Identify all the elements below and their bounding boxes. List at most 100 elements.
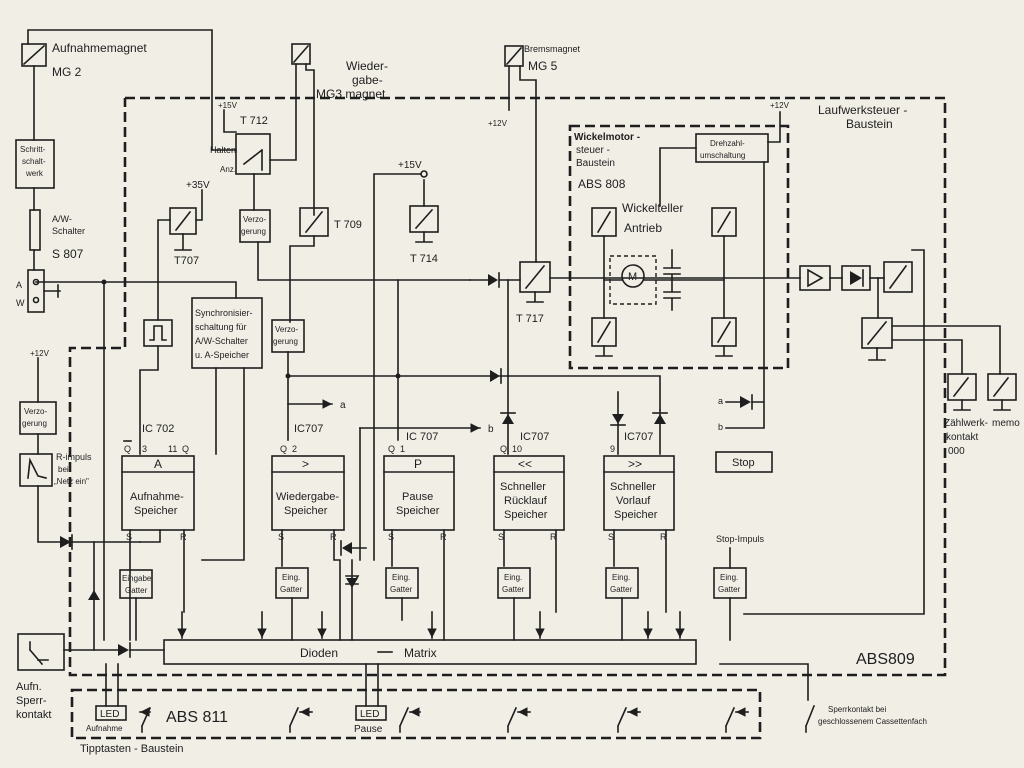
amplifier-box [799, 265, 831, 291]
gate-1-line1: Eingabe [122, 574, 152, 583]
bremsmagnet-label: Bremsmagnet [524, 44, 581, 54]
memory-vorlauf-r: R [660, 532, 667, 542]
ic702-label: IC 702 [142, 423, 174, 435]
verz3-label-1: Verzo- [24, 407, 47, 416]
gate-2-line1: Eing. [282, 573, 300, 582]
switch-w-label: W [16, 298, 25, 308]
memory-wiedergabe-line1: Wiedergabe- [276, 491, 339, 503]
pin-10-label: 10 [512, 444, 522, 454]
anz-label: Anz. [220, 165, 236, 174]
gate-4: Eing. Gatter [497, 567, 531, 599]
synchron-label-2: schaltung für [195, 322, 247, 332]
t717-label: T 717 [516, 313, 544, 325]
pin-q2-label: Q [280, 444, 287, 454]
s807-label: S 807 [52, 247, 84, 261]
v15-t714-label: +15V [398, 160, 422, 171]
pin-9-label: 9 [610, 444, 615, 454]
aufnahmemagnet-label: Aufnahmemagnet [52, 41, 147, 55]
aw-schalter-body [29, 209, 41, 251]
drehzahl-label-1: Drehzahl- [710, 139, 745, 148]
aw-schalter-label-2: Schalter [52, 226, 85, 236]
memory-pause-line2: Speicher [396, 505, 440, 517]
t712-relay [235, 133, 271, 175]
gate-2-line2: Gatter [280, 585, 303, 594]
abs808-label: ABS 808 [578, 177, 626, 191]
sperr-label-1: Sperrkontakt bei [828, 705, 886, 714]
key-vorlauf[interactable] [616, 706, 641, 733]
led-1-label: LED [100, 709, 119, 720]
memory-wiedergabe-symbol: > [302, 457, 309, 471]
matrix-label: Matrix [404, 646, 437, 660]
memory-ruecklauf: << Schneller Rücklauf Speicher S R [493, 455, 565, 542]
verz3-label-2: gerung [22, 419, 47, 428]
gate-6-line1: Eing. [720, 573, 738, 582]
laufwerk-label-2: Baustein [846, 117, 893, 131]
pin-q1-label: Q [182, 444, 189, 454]
key-stop[interactable] [724, 706, 749, 733]
t707-label: T707 [174, 255, 199, 267]
memory-vorlauf-s: S [608, 532, 614, 542]
s807-switch [27, 269, 45, 313]
synchron-label-1: Synchronisier- [195, 308, 253, 318]
mg3-magnet-label: MG3 magnet [316, 87, 386, 101]
verz1-label-1: Verzo- [243, 215, 266, 224]
right-transistor [883, 261, 913, 293]
key-wiedergabe[interactable] [288, 706, 313, 733]
memory-aufnahme-symbol: A [154, 457, 162, 471]
gate-4-line1: Eing. [504, 573, 522, 582]
aufn-label-2: Sperr- [16, 695, 47, 707]
pin-3-label: 3 [142, 444, 147, 454]
memory-ruecklauf-s: S [498, 532, 504, 542]
key-pause[interactable] [398, 706, 421, 733]
t712-label: T 712 [240, 115, 268, 127]
led-2-label: LED [360, 709, 379, 720]
v35-label: +35V [186, 180, 210, 191]
gate-3: Eing. Gatter [385, 567, 419, 599]
memory-aufnahme: A Aufnahme- Speicher S R [121, 455, 195, 542]
gate-2: Eing. Gatter [275, 567, 309, 599]
gate-3-line1: Eing. [392, 573, 410, 582]
drehzahl-label-2: umschaltung [700, 151, 745, 160]
memory-aufnahme-line1: Aufnahme- [130, 491, 184, 503]
memory-ruecklauf-line2: Rücklauf [504, 495, 548, 507]
gate-4-line2: Gatter [502, 585, 525, 594]
gate-5-line1: Eing. [612, 573, 630, 582]
abs809-label: ABS809 [856, 651, 915, 668]
mg2-supply-line [27, 29, 213, 151]
motor-symbol [621, 264, 645, 288]
memory-pause-symbol: P [414, 457, 422, 471]
antrieb-label: Antrieb [624, 221, 662, 235]
verz1-label-2: gerung [241, 227, 266, 236]
dioden-label: Dioden [300, 646, 338, 660]
key-ruecklauf[interactable] [506, 706, 531, 733]
wiedergabe-label-1: Wieder- [346, 59, 388, 73]
ic707-d-label: IC707 [624, 431, 653, 443]
memory-vorlauf-symbol: >> [628, 457, 642, 471]
memory-ruecklauf-r: R [550, 532, 557, 542]
motor-m-label: M [628, 271, 637, 283]
wickelteller-label: Wickelteller [622, 201, 683, 215]
v12-left-label: +12V [30, 349, 50, 358]
wickel-label-3: Baustein [576, 158, 615, 169]
aw-schalter-label-1: A/W- [52, 214, 72, 224]
right-feedback-line [743, 249, 925, 615]
memory-pause-s: S [388, 532, 394, 542]
schritt-label-1: Schritt- [20, 145, 46, 154]
schrittschaltwerk-box [15, 139, 55, 189]
aufn-label-1: Aufn. [16, 681, 42, 693]
v12-brems-label: +12V [488, 119, 508, 128]
memory-vorlauf-line3: Speicher [614, 509, 658, 521]
mg2-label: MG 2 [52, 65, 82, 79]
gate-5-line2: Gatter [610, 585, 633, 594]
memory-pause-line1: Pause [402, 491, 433, 503]
gate-6-line2: Gatter [718, 585, 741, 594]
gate-5: Eing. Gatter [605, 567, 639, 599]
mg5-label: MG 5 [528, 59, 558, 73]
dioden-matrix-box [163, 639, 697, 665]
pause-label: Pause [354, 724, 383, 735]
stop-box [715, 451, 773, 473]
verz2-label-1: Verzo- [275, 325, 298, 334]
sperr-label-2: geschlossenem Cassettenfach [818, 717, 927, 726]
zaehl-label-2: kontakt [946, 432, 978, 443]
